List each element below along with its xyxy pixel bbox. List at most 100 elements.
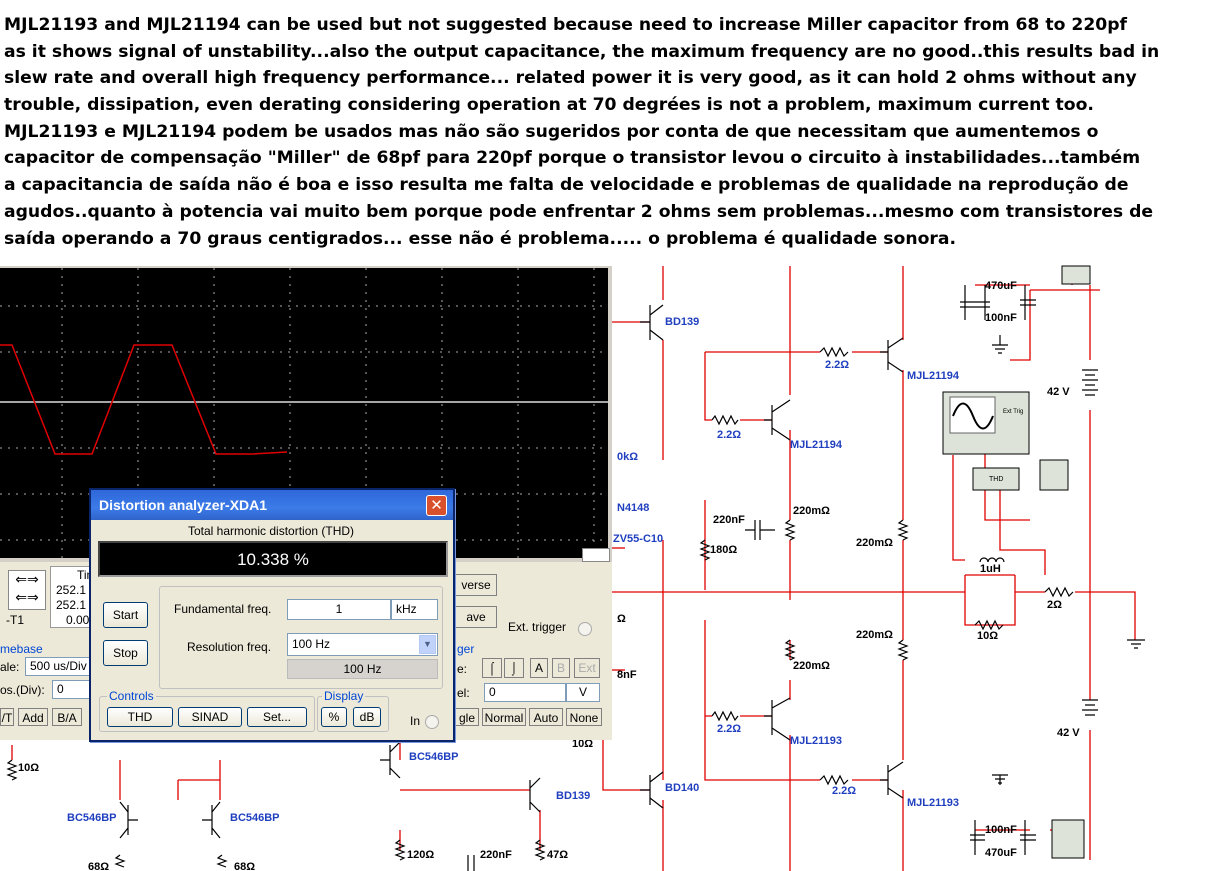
resolution-freq-select[interactable]: 100 Hz ▼ xyxy=(287,633,438,656)
scroll-arrow-icon[interactable] xyxy=(582,548,610,562)
resolution-freq-label: Resolution freq. xyxy=(187,640,272,654)
resistor-label: 2Ω xyxy=(1047,599,1062,611)
resistor-label: 10Ω xyxy=(977,630,998,642)
caption-line: MJL21193 and MJL21194 can be used but no… xyxy=(4,15,1128,35)
cursor-time-value: 252.1 xyxy=(56,598,87,612)
capacitor-label: 100nF xyxy=(985,312,1017,324)
meter-instrument-icon-top[interactable] xyxy=(1061,265,1091,285)
capacitor-label: 220nF xyxy=(480,849,512,861)
transistor-label: MJL21194 xyxy=(907,370,960,382)
resistor-label: 180Ω xyxy=(710,544,737,556)
transistor-label: BD139 xyxy=(556,790,590,802)
transistor-label: BD140 xyxy=(665,782,699,794)
capacitor-label: 8nF xyxy=(617,669,637,681)
cursor-t1-label: -T1 xyxy=(6,613,24,627)
save-button[interactable]: ave xyxy=(455,606,497,628)
trigger-level-field[interactable]: 0 xyxy=(484,683,566,702)
close-icon[interactable]: ✕ xyxy=(426,495,447,516)
caption-line: agudos..quanto à potencia vai muito bem … xyxy=(4,201,1154,222)
diode-label: N4148 xyxy=(617,502,649,514)
caption-line: trouble, dissipation, even derating cons… xyxy=(4,95,1094,116)
x-position-field[interactable]: 0 xyxy=(52,680,92,699)
component-symbols xyxy=(6,285,1145,871)
falling-edge-icon[interactable]: ⌡ xyxy=(504,658,524,678)
cursor-arrows-icon[interactable]: ⇐⇒ ⇐⇒ xyxy=(8,570,46,610)
caption-line: slew rate and overall high frequency per… xyxy=(4,68,1137,89)
thd-value: 10.338 % xyxy=(237,550,309,569)
controls-group xyxy=(99,696,315,732)
resistor-label: 220mΩ xyxy=(856,537,893,549)
resistor-label: 2.2Ω xyxy=(717,723,741,735)
none-button[interactable]: None xyxy=(566,708,602,726)
resistor-label: 220mΩ xyxy=(856,629,893,641)
sinad-button[interactable]: SINAD xyxy=(178,707,242,727)
distortion-analyzer-window: Distortion analyzer-XDA1 ✕ Total harmoni… xyxy=(89,488,455,742)
input-terminal-icon[interactable] xyxy=(425,715,439,729)
transistor-label: MJL21194 xyxy=(790,439,843,451)
ba-button[interactable]: B/A xyxy=(52,708,82,726)
input-label: In xyxy=(410,714,421,728)
thd-button[interactable]: THD xyxy=(107,707,173,727)
auto-button[interactable]: Auto xyxy=(529,708,563,726)
resistor-label: 68Ω xyxy=(88,861,109,871)
multimeter-instrument-icon[interactable] xyxy=(1039,459,1069,491)
frequency-group xyxy=(159,586,443,689)
cursor-time-value: 252.1 xyxy=(56,583,87,597)
caption-line: MJL21193 e MJL21194 podem be usados mas … xyxy=(4,121,1099,142)
resistor-label: 10Ω xyxy=(18,762,39,774)
single-button[interactable]: gle xyxy=(455,708,479,726)
normal-button[interactable]: Normal xyxy=(482,708,526,726)
x-position-label: os.(Div): xyxy=(0,683,45,697)
resistor-label: 2.2Ω xyxy=(717,429,741,441)
fundamental-freq-field[interactable]: 1 xyxy=(287,599,391,620)
transistor-label: BC546BP xyxy=(67,812,117,824)
inductor-label: 1uH xyxy=(980,563,1001,575)
resistor-label: 2.2Ω xyxy=(825,359,849,371)
transistor-label: BC546BP xyxy=(409,751,459,763)
resistor-label: 47Ω xyxy=(547,849,568,861)
resistor-label: 2.2Ω xyxy=(832,785,856,797)
caption-line: capacitor de compensação "Miller" de 68p… xyxy=(4,148,1141,169)
resistor-label: 220mΩ xyxy=(793,660,830,672)
thd-instrument-label: THD xyxy=(989,476,1003,483)
yt-button[interactable]: /T xyxy=(0,708,14,726)
percent-button[interactable]: % xyxy=(321,707,347,727)
timebase-scale-field[interactable]: 500 us/Div xyxy=(25,657,91,676)
trigger-level-unit[interactable]: V xyxy=(566,683,600,702)
ext-trigger-label: Ext. trigger xyxy=(508,620,567,634)
meter-instrument-icon-bottom[interactable] xyxy=(1051,819,1085,859)
trigger-source-b[interactable]: B xyxy=(552,658,570,678)
add-button[interactable]: Add xyxy=(18,708,48,726)
ext-trigger-radio[interactable] xyxy=(578,622,592,636)
thd-header: Total harmonic distortion (THD) xyxy=(188,524,355,538)
channel-a-trace xyxy=(0,344,288,455)
trigger-source-a[interactable]: A xyxy=(530,658,548,678)
transistor-label: BD139 xyxy=(665,316,699,328)
db-button[interactable]: dB xyxy=(353,707,381,727)
trigger-source-ext[interactable]: Ext xyxy=(574,658,600,678)
chevron-down-icon[interactable]: ▼ xyxy=(419,635,436,654)
level-label: el: xyxy=(457,686,470,700)
set-button[interactable]: Set... xyxy=(247,707,307,727)
resistor-label: 68Ω xyxy=(234,861,255,871)
window-title: Distortion analyzer-XDA1 xyxy=(99,497,268,513)
transistor-label: BC546BP xyxy=(230,812,280,824)
transistor-label: MJL21193 xyxy=(907,797,959,809)
title-bar[interactable]: Distortion analyzer-XDA1 ✕ xyxy=(91,490,453,520)
rising-edge-icon[interactable]: ⌠ xyxy=(482,658,502,678)
stop-button[interactable]: Stop xyxy=(103,640,148,666)
thd-display: 10.338 % xyxy=(98,541,448,577)
trigger-header: ger xyxy=(457,642,475,656)
capacitor-label: 220nF xyxy=(713,514,745,526)
fundamental-freq-unit[interactable]: kHz xyxy=(391,599,438,620)
edge-label: e: xyxy=(457,662,468,676)
resistor-label: 120Ω xyxy=(407,849,434,861)
distortion-analyzer-instrument-icon[interactable] xyxy=(972,467,1020,491)
cursor-time-value: 0.00 xyxy=(66,613,90,627)
caption-text: MJL21193 and MJL21194 can be used but no… xyxy=(4,12,1208,252)
resistor-label: 10Ω xyxy=(572,738,593,750)
start-button[interactable]: Start xyxy=(103,602,148,628)
capacitor-label: 100nF xyxy=(985,824,1017,836)
reverse-button[interactable]: verse xyxy=(455,574,497,596)
